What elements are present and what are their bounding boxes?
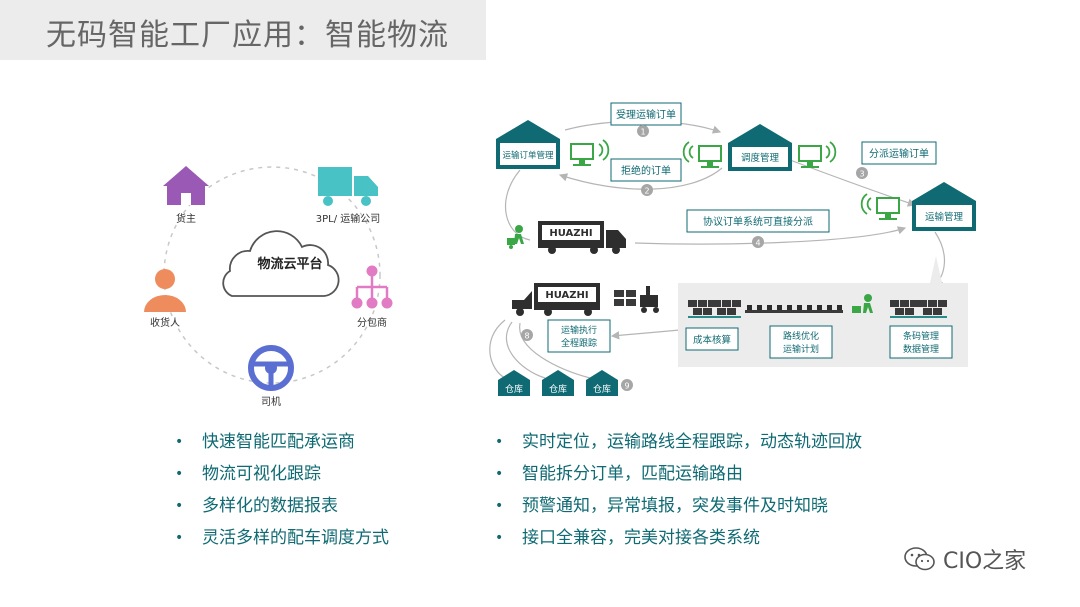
monitor-icon — [698, 145, 722, 168]
delivery-truck-icon: HUAZHI — [512, 283, 600, 316]
step-9: 9 — [621, 379, 633, 391]
box-protocol-order: 协议订单系统可直接分派 — [686, 209, 830, 233]
ecosystem-diagram: 物流云平台 货主 3PL/ 运输公司 分包商 — [144, 166, 393, 408]
cloud-label: 物流云平台 — [257, 256, 322, 272]
warehouse-dispatch: 调度管理 — [728, 124, 792, 171]
feature-item: 物流可视化跟踪 — [175, 458, 389, 490]
step-3: 3 — [856, 167, 868, 179]
logistics-flow-diagram: 运输订单管理 调度管理 运输管理 受理运输订单 拒绝的订 — [489, 102, 976, 396]
svg-text:运输计划: 运输计划 — [783, 343, 819, 355]
svg-text:运输管理: 运输管理 — [925, 211, 964, 223]
svg-text:分派运输订单: 分派运输订单 — [869, 147, 929, 160]
node-label-carrier: 3PL/ 运输公司 — [316, 212, 381, 225]
delivery-truck-icon: HUAZHI — [538, 221, 626, 254]
flow-arrow-depot-1 — [489, 319, 506, 379]
signal-icon — [860, 193, 872, 215]
feature-item: 预警通知，异常填报，突发事件及时知晓 — [495, 490, 862, 522]
warehouse-order-mgmt: 运输订单管理 — [496, 120, 560, 169]
feature-item: 实时定位，运输路线全程跟踪，动态轨迹回放 — [495, 426, 862, 458]
svg-text:8: 8 — [524, 332, 529, 341]
svg-text:受理运输订单: 受理运输订单 — [616, 108, 676, 121]
title-bar: 无码智能工厂应用：智能物流 — [0, 0, 486, 60]
box-barcode-management: 条码管理 数据管理 — [889, 325, 953, 359]
svg-text:1: 1 — [640, 128, 645, 137]
house-icon — [163, 166, 209, 205]
forklift-icon — [614, 286, 659, 313]
feature-item: 灵活多样的配车调度方式 — [175, 522, 389, 554]
conveyor-belt-icon — [745, 305, 843, 313]
svg-text:成本核算: 成本核算 — [693, 334, 731, 346]
signal-icon — [825, 141, 837, 163]
person-icon — [144, 269, 186, 312]
flow-arrow-cost-exec — [610, 329, 681, 340]
feature-list-left: 快速智能匹配承运商 物流可视化跟踪 多样化的数据报表 灵活多样的配车调度方式 — [175, 426, 389, 554]
dashed-orbit — [163, 166, 381, 384]
watermark: CIO之家 — [903, 542, 1026, 576]
truck-icon — [318, 167, 378, 206]
box-route-optimization: 路线优化 运输计划 — [769, 325, 833, 359]
node-label-owner: 货主 — [176, 212, 196, 225]
depot-1: 仓库 — [498, 370, 530, 396]
monitor-icon — [570, 143, 594, 166]
feature-list-right: 实时定位，运输路线全程跟踪，动态轨迹回放 智能拆分订单，匹配运输路由 预警通知，… — [495, 426, 862, 554]
step-2: 2 — [641, 184, 653, 196]
svg-text:条码管理: 条码管理 — [903, 330, 939, 342]
svg-text:仓库: 仓库 — [505, 383, 523, 395]
node-label-subcontractor: 分包商 — [357, 316, 387, 329]
box-accept-order: 受理运输订单 — [610, 102, 682, 126]
worker-with-cart-icon — [507, 225, 524, 249]
feature-item: 快速智能匹配承运商 — [175, 426, 389, 458]
svg-text:HUAZHI: HUAZHI — [549, 228, 592, 239]
node-label-consignee: 收货人 — [150, 316, 180, 329]
svg-text:协议订单系统可直接分派: 协议订单系统可直接分派 — [703, 215, 813, 228]
flow-arrow-protocol — [634, 226, 907, 245]
svg-text:调度管理: 调度管理 — [741, 152, 780, 164]
node-label-driver: 司机 — [261, 395, 281, 408]
svg-text:HUAZHI: HUAZHI — [545, 290, 588, 301]
signal-icon — [682, 141, 694, 163]
worker-with-cart-icon — [852, 294, 873, 313]
box-rejected-order: 拒绝的订单 — [610, 158, 682, 182]
feature-item: 多样化的数据报表 — [175, 490, 389, 522]
hierarchy-icon — [351, 265, 393, 309]
feature-item: 接口全兼容，完美对接各类系统 — [495, 522, 862, 554]
svg-text:运输执行: 运输执行 — [561, 324, 597, 336]
step-1: 1 — [637, 125, 649, 137]
svg-text:2: 2 — [644, 187, 649, 196]
box-cost-accounting: 成本核算 — [685, 327, 739, 351]
callout-pointer — [930, 256, 942, 283]
monitor-icon — [876, 197, 900, 220]
svg-text:9: 9 — [624, 382, 629, 391]
svg-text:运输订单管理: 运输订单管理 — [502, 150, 554, 161]
svg-text:数据管理: 数据管理 — [903, 343, 939, 355]
svg-text:路线优化: 路线优化 — [783, 330, 819, 342]
page-title: 无码智能工厂应用：智能物流 — [46, 18, 449, 53]
watermark-text: CIO之家 — [943, 549, 1027, 574]
svg-text:4: 4 — [755, 239, 760, 248]
signal-icon — [598, 139, 610, 161]
cloud-icon — [222, 230, 340, 297]
depot-2: 仓库 — [542, 370, 574, 396]
flow-arrow-depot-2 — [505, 321, 546, 379]
warehouse-transport: 运输管理 — [912, 182, 976, 231]
box-transport-execution: 运输执行 全程跟踪 — [547, 319, 611, 353]
wechat-icon — [904, 547, 935, 571]
svg-text:仓库: 仓库 — [549, 383, 567, 395]
svg-text:拒绝的订单: 拒绝的订单 — [621, 164, 671, 177]
step-8: 8 — [521, 329, 533, 341]
flow-arrow-assign — [789, 159, 917, 207]
step-4: 4 — [752, 236, 764, 248]
svg-text:全程跟踪: 全程跟踪 — [561, 337, 597, 349]
svg-text:3: 3 — [859, 170, 864, 179]
feature-item: 智能拆分订单，匹配运输路由 — [495, 458, 862, 490]
box-assign-order: 分派运输订单 — [861, 141, 937, 165]
flow-arrow-depot-3 — [519, 322, 591, 379]
steering-wheel-icon — [248, 345, 294, 391]
depot-3: 仓库 — [586, 370, 618, 396]
flow-arrow-order-to-truck — [505, 169, 531, 241]
svg-text:仓库: 仓库 — [593, 383, 611, 395]
